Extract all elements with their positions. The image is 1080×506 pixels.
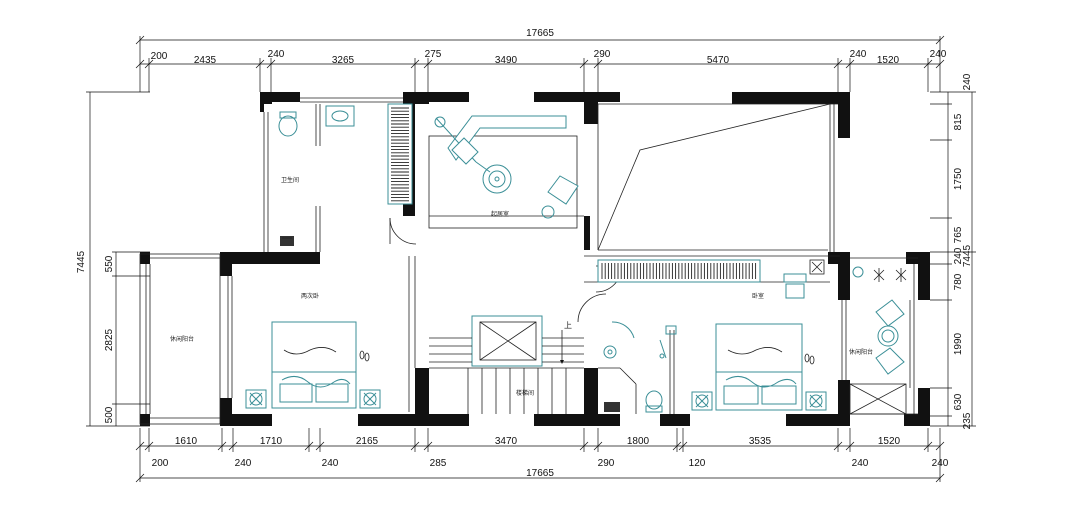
bottom-dim: 290	[598, 458, 615, 469]
slippers-icon	[804, 353, 815, 365]
right-dim: 815	[953, 113, 964, 130]
sink-icon	[325, 105, 355, 127]
bottom-dim: 3535	[749, 436, 772, 447]
doors	[389, 217, 635, 339]
right-dim: 240	[953, 247, 964, 264]
room-label-stair: 楼梯间	[516, 389, 534, 397]
top-dimensions: 17665 200 2435 240 3265 275 3490 290 547…	[135, 28, 947, 92]
bottom-dim: 1520	[878, 436, 901, 447]
left-dimensions: 7445 550 2825 500	[76, 91, 150, 427]
top-dim: 1520	[877, 55, 900, 66]
room-label-bathroom: 卫生间	[281, 176, 299, 184]
top-dim: 240	[850, 49, 867, 60]
top-dim: 240	[268, 49, 285, 60]
right-dim: 780	[953, 273, 964, 290]
wardrobe-left	[387, 103, 413, 205]
bottom-dim: 240	[932, 458, 949, 469]
top-dim: 2435	[194, 55, 217, 66]
right-dim: 630	[953, 393, 964, 410]
bottom-dim: 120	[689, 458, 706, 469]
bottom-dim: 3470	[495, 436, 518, 447]
room-label-study: 起居室	[491, 210, 509, 218]
nightstand-icon	[805, 391, 827, 411]
bottom-dim: 240	[322, 458, 339, 469]
bed-right-icon	[715, 323, 803, 411]
right-dim: 1990	[953, 332, 964, 355]
bottom-dim: 1710	[260, 436, 283, 447]
desk-icon	[434, 115, 579, 219]
stair-icon	[429, 315, 584, 414]
bottom-dim: 2165	[356, 436, 379, 447]
walls	[140, 92, 930, 426]
wardrobe-right	[597, 259, 761, 283]
right-dimensions: 240 815 1750 765 240 7445 780 1990 630 2…	[930, 73, 976, 429]
bottom-dim: 240	[852, 458, 869, 469]
bed-left-icon	[271, 321, 357, 409]
bottom-dim: 1610	[175, 436, 198, 447]
top-dim: 3265	[332, 55, 355, 66]
left-total-dim: 7445	[76, 250, 87, 273]
room-labels: 卫生间 起居室 两次卧 卧室 休闲阳台 休闲阳台 楼梯间 上	[170, 176, 873, 397]
top-total-dim: 17665	[526, 28, 554, 39]
room-label-bedroom-left: 两次卧	[301, 292, 319, 300]
right-dim: 235	[962, 412, 973, 429]
top-dim: 5470	[707, 55, 730, 66]
left-dim: 2825	[104, 328, 115, 351]
top-dim: 3490	[495, 55, 518, 66]
bottom-total-dim: 17665	[526, 468, 554, 479]
bottom-dim: 240	[235, 458, 252, 469]
bottom-dim: 1800	[627, 436, 650, 447]
bottom-dim: 285	[430, 458, 447, 469]
shower-icon	[280, 236, 294, 246]
top-dim: 275	[425, 49, 442, 60]
room-label-balcony-left: 休闲阳台	[170, 335, 194, 343]
right-total-dim: 7445	[962, 244, 973, 267]
partition-lines	[139, 97, 918, 425]
nightstand-icon	[245, 389, 267, 409]
bottom-dimensions: 1610 1710 2165 3470 1800 3535 1520 200 2…	[135, 428, 949, 483]
right-dim: 765	[953, 226, 964, 243]
bottom-dim: 200	[152, 458, 169, 469]
left-dim: 500	[104, 406, 115, 423]
stair-up-label: 上	[564, 321, 572, 330]
right-dim: 1750	[953, 167, 964, 190]
top-dim: 290	[594, 49, 611, 60]
left-dim: 550	[104, 255, 115, 272]
room-label-bedroom-right: 卧室	[752, 292, 764, 300]
top-dim: 200	[151, 51, 168, 62]
bath-fixtures-icon	[603, 325, 677, 413]
top-dim: 240	[930, 49, 947, 60]
room-label-balcony-right: 休闲阳台	[849, 348, 873, 356]
toilet-icon	[278, 111, 298, 137]
right-dim: 240	[962, 73, 973, 90]
slippers-icon	[359, 350, 370, 362]
nightstand-icon	[691, 391, 713, 411]
desk-chair-icon	[783, 259, 825, 299]
balcony-furniture-icon	[852, 266, 907, 375]
nightstand-icon	[359, 389, 381, 409]
